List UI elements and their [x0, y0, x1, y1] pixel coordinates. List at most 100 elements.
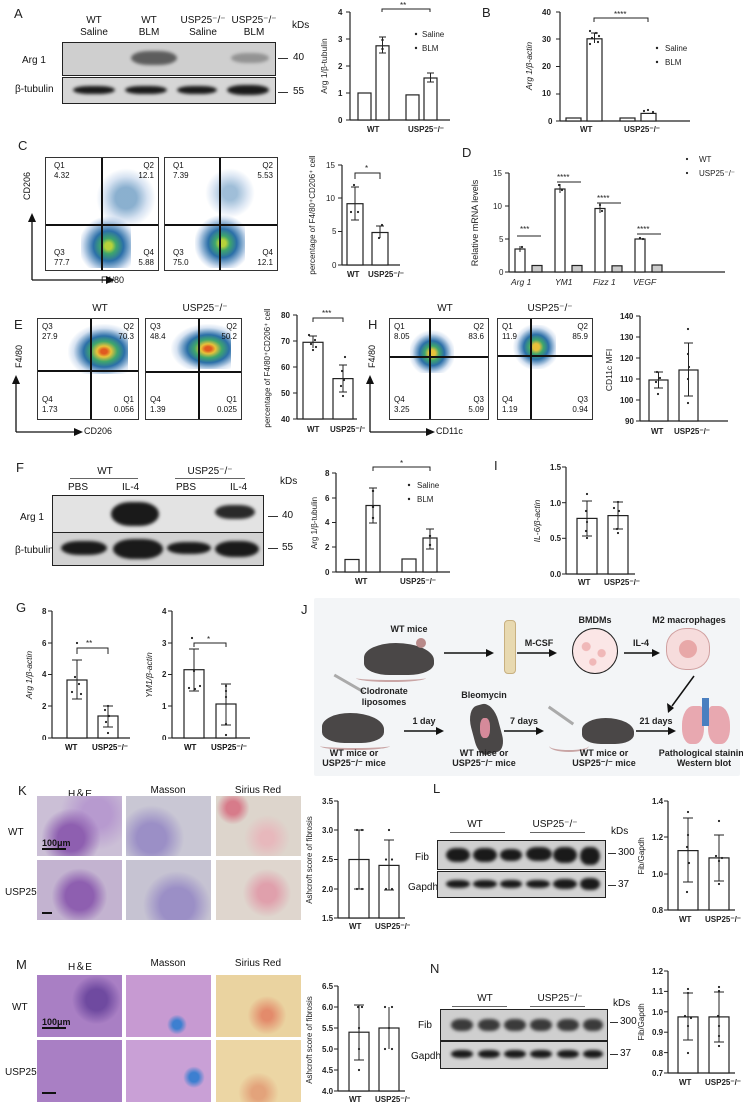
gate-value: 12.1	[257, 258, 273, 267]
gate-value: 3.25	[394, 405, 410, 414]
lane-label: PBS	[176, 482, 197, 493]
svg-text:3: 3	[338, 35, 343, 44]
label-mice-2-l2: USP25⁻/⁻ mice	[452, 758, 516, 768]
svg-text:Relative mRNA levels: Relative mRNA levels	[470, 179, 480, 266]
svg-text:4.5: 4.5	[322, 1066, 334, 1075]
arrow-icon	[517, 649, 557, 657]
svg-text:USP25⁻/⁻: USP25⁻/⁻	[368, 270, 404, 279]
svg-text:6: 6	[325, 494, 330, 503]
group-label-usp25: USP25⁻/⁻	[187, 466, 233, 477]
gate-label: Q1	[54, 161, 65, 170]
row-label-arg1: Arg 1	[22, 55, 46, 66]
svg-text:0: 0	[42, 734, 47, 740]
gate-value: 1.73	[42, 405, 58, 414]
svg-text:15: 15	[326, 161, 335, 170]
blot-fib	[440, 1009, 608, 1041]
svg-text:VEGF: VEGF	[633, 277, 657, 287]
svg-text:YM1/β-actin: YM1/β-actin	[144, 652, 154, 698]
svg-text:****: ****	[614, 10, 626, 19]
marker-line	[278, 92, 288, 93]
gate-label: Q2	[143, 161, 154, 170]
gate-value: 75.0	[173, 258, 189, 267]
bmdm-dish-icon	[572, 628, 618, 674]
axis-arrows-h	[366, 375, 435, 436]
svg-text:Arg 1: Arg 1	[510, 277, 532, 287]
panel-letter-c: C	[18, 138, 28, 153]
svg-text:3.0: 3.0	[322, 826, 334, 835]
svg-text:Saline: Saline	[665, 44, 688, 53]
flow-title-usp25: USP25⁻/⁻	[182, 303, 228, 314]
gate-label: Q4	[143, 248, 154, 257]
svg-text:1: 1	[338, 89, 343, 98]
mouse-icon	[582, 718, 634, 744]
gate-label: Q3	[54, 248, 65, 257]
svg-text:0: 0	[548, 117, 553, 126]
svg-text:60: 60	[281, 363, 290, 372]
arrow-icon	[667, 675, 695, 713]
svg-text:2: 2	[325, 543, 330, 552]
axis-label-cd206: CD206	[84, 426, 113, 436]
kd-40: 40	[282, 510, 294, 521]
panel-letter-n: N	[430, 961, 440, 976]
axis-label-f480: F4/80	[14, 344, 24, 368]
gate-value: 50.2	[221, 332, 237, 341]
label-bleomycin: Bleomycin	[461, 690, 507, 700]
arrow-icon	[444, 649, 494, 657]
marker-line	[268, 548, 278, 549]
row-label-fib: Fib	[418, 1020, 432, 1031]
gate-value: 12.1	[138, 171, 154, 180]
panel-letter-h: H	[368, 317, 378, 332]
panel-letter-a: A	[14, 6, 23, 21]
label-bmdms: BMDMs	[578, 615, 612, 625]
svg-text:40: 40	[542, 8, 551, 17]
scale-bar	[42, 912, 52, 914]
gate-label: Q4	[150, 395, 161, 404]
blot-arg1	[62, 42, 276, 76]
bone-icon	[504, 620, 516, 674]
svg-text:CD11c MFI: CD11c MFI	[604, 349, 614, 391]
chart-k: 3.53.02.52.01.5 Ashcroft score of fibros…	[305, 797, 410, 930]
svg-text:***: ***	[520, 225, 529, 234]
axis-label-f480: F4/80	[101, 275, 125, 285]
svg-text:2.5: 2.5	[322, 855, 334, 864]
stain-masson: Masson	[150, 958, 186, 969]
arrow-icon	[636, 727, 676, 735]
gate-label: Q2	[262, 161, 273, 170]
marker-line	[278, 58, 288, 59]
svg-text:Fib/Gapdh: Fib/Gapdh	[637, 1003, 646, 1040]
svg-text:40: 40	[281, 415, 290, 424]
scale-bar	[42, 1027, 66, 1029]
gate-label: Q2	[226, 322, 237, 331]
group-line	[452, 1006, 507, 1007]
blot-tubulin	[62, 77, 276, 104]
scale-bar	[42, 1092, 56, 1094]
flow-title-wt: WT	[437, 303, 453, 314]
histology-masson-wt	[126, 975, 211, 1037]
svg-text:Ashcroft score of fibrosis: Ashcroft score of fibrosis	[305, 816, 314, 904]
label-7-days: 7 days	[509, 716, 539, 726]
mouse-ear-icon	[416, 638, 426, 648]
svg-text:5.5: 5.5	[322, 1024, 334, 1033]
gate-label: Q4	[42, 395, 53, 404]
svg-text:10: 10	[542, 89, 551, 98]
marker-line	[608, 885, 616, 886]
label-1-day: 1 day	[412, 716, 436, 726]
gate-label: Q3	[150, 322, 161, 331]
svg-text:Fib/Gapdh: Fib/Gapdh	[637, 837, 646, 874]
svg-text:USP25⁻/⁻: USP25⁻/⁻	[400, 577, 436, 585]
gate-value: 85.9	[572, 332, 588, 341]
svg-text:WT: WT	[349, 1095, 362, 1104]
kd-300: 300	[618, 847, 635, 858]
svg-text:USP25⁻/⁻: USP25⁻/⁻	[624, 125, 660, 134]
x-label: USP25⁻/⁻	[92, 743, 129, 752]
histology-he-wt: 100μm	[37, 975, 122, 1037]
group-line	[530, 1006, 585, 1007]
panel-letter-g: G	[16, 600, 27, 615]
marker-line	[610, 1054, 618, 1055]
